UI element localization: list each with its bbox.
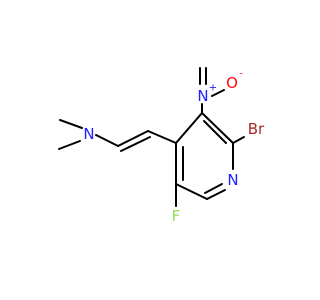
bond-n1-c6 bbox=[206, 189, 226, 200]
atom-label-bromine: Br bbox=[248, 120, 265, 138]
bond-methyl-upper bbox=[59, 119, 83, 129]
bond-methyl-lower bbox=[58, 140, 81, 150]
bond-c3-c2 bbox=[201, 112, 234, 144]
bond-c3-c2-inner bbox=[203, 120, 227, 144]
charge-label-nitro-o: - bbox=[239, 69, 243, 80]
bond-vinyl-double-b bbox=[120, 136, 151, 152]
atom-label-amine-n: N bbox=[83, 125, 94, 143]
bond-amine-vinyl bbox=[95, 134, 119, 147]
atom-label-nitro-n: N bbox=[197, 87, 208, 105]
bond-c2-br bbox=[232, 136, 245, 144]
molecule-diagram: N N + O - Br N F bbox=[58, 67, 265, 225]
bond-vinyl-double-a bbox=[117, 130, 149, 147]
bond-n1-c6-inner bbox=[204, 183, 223, 194]
bond-nitro-o-right bbox=[211, 89, 225, 97]
bond-vinyl-ring bbox=[147, 130, 177, 144]
structure-canvas: N N + O - Br N F bbox=[58, 67, 265, 225]
bond-c6-c5 bbox=[175, 183, 208, 200]
charge-label-nitro-n: + bbox=[209, 83, 217, 94]
atom-label-ring-n: N bbox=[227, 171, 238, 189]
atom-label-fluorine: F bbox=[172, 207, 181, 225]
bond-c4-c3 bbox=[175, 112, 203, 144]
atom-label-nitro-o: O bbox=[226, 74, 238, 92]
